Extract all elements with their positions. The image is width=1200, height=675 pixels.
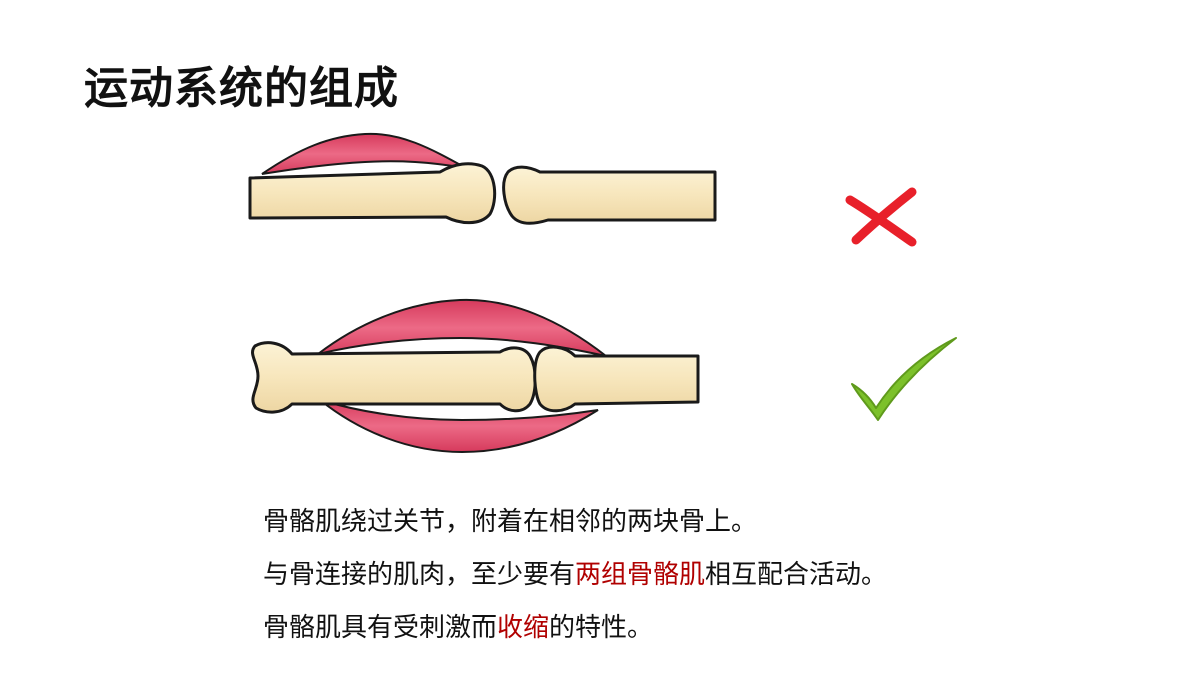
single-bone-muscle [261, 132, 467, 175]
text-line-2: 与骨连接的肌肉，至少要有两组骨骼肌相互配合活动。 [263, 549, 887, 602]
lower-muscle [319, 399, 599, 454]
right-bone-bottom [533, 345, 700, 413]
line3-before: 骨骼肌具有受刺激而 [263, 613, 498, 643]
left-bone-bottom [251, 341, 537, 414]
text-line-3: 骨骼肌具有受刺激而收缩的特性。 [263, 602, 887, 655]
incorrect-diagram [248, 132, 717, 225]
left-bone-top [248, 162, 497, 225]
right-bone-top [502, 165, 717, 225]
line2-highlight: 两组骨骼肌 [575, 560, 706, 590]
line1-text: 骨骼肌绕过关节，附着在相邻的两块骨上。 [263, 507, 758, 537]
correct-diagram [251, 298, 700, 454]
line3-highlight: 收缩 [497, 613, 550, 643]
line3-after: 的特性。 [549, 613, 654, 643]
text-line-1: 骨骼肌绕过关节，附着在相邻的两块骨上。 [263, 496, 887, 549]
line2-before: 与骨连接的肌肉，至少要有 [263, 560, 576, 590]
description-text: 骨骼肌绕过关节，附着在相邻的两块骨上。 与骨连接的肌肉，至少要有两组骨骼肌相互配… [263, 496, 887, 655]
page-title: 运动系统的组成 [84, 63, 399, 114]
line2-after: 相互配合活动。 [705, 560, 888, 590]
check-mark-icon [851, 337, 957, 421]
cross-mark-icon [845, 187, 917, 247]
